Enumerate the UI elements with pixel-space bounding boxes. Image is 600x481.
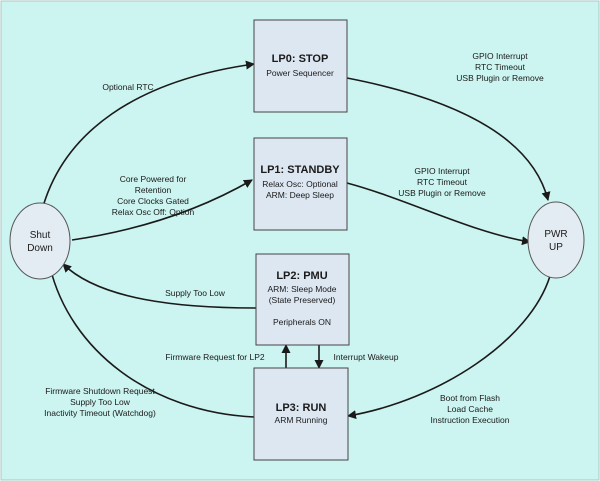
label-fw-request: Firmware Request for LP2	[165, 352, 264, 362]
label-stop-wake: USB Plugin or Remove	[456, 73, 544, 83]
edge-run-to-shutdown	[47, 266, 255, 418]
label-boot: Boot from Flash	[440, 393, 500, 403]
lp1-line: ARM: Deep Sleep	[266, 190, 334, 200]
lp3-title: LP3: RUN	[276, 402, 327, 414]
lp0-line: Power Sequencer	[266, 68, 334, 78]
lp1-line: Relax Osc: Optional	[262, 179, 338, 189]
lp3-line: ARM Running	[275, 415, 328, 425]
lp0-title: LP0: STOP	[272, 53, 329, 65]
label-standby-wake: GPIO Interrupt	[414, 166, 470, 176]
label-stop-wake: RTC Timeout	[475, 62, 526, 72]
edge-pmu-to-shutdown	[62, 263, 257, 309]
edge-standby-to-pwrup	[346, 182, 531, 246]
label-standby-wake: RTC Timeout	[417, 177, 468, 187]
edge-pwrup-to-run	[347, 275, 551, 420]
label-optional-rtc: Optional RTC	[102, 82, 153, 92]
pwrup-label: UP	[549, 242, 563, 253]
label-to-standby: Core Powered for	[120, 174, 187, 184]
pwrup-label: PWR	[544, 229, 567, 240]
state-box-lp3	[253, 367, 349, 461]
lp2-line: (State Preserved)	[269, 295, 336, 305]
lp2-title: LP2: PMU	[276, 270, 327, 282]
shutdown-label: Shut	[30, 230, 51, 241]
state-box-lp2	[255, 253, 350, 346]
lp2-line: ARM: Sleep Mode	[268, 284, 337, 294]
label-to-standby: Core Clocks Gated	[117, 196, 189, 206]
label-run-shutdown: Supply Too Low	[70, 397, 131, 407]
label-run-shutdown: Inactivity Timeout (Watchdog)	[44, 408, 156, 418]
label-supply-low: Supply Too Low	[165, 288, 226, 298]
label-int-wakeup: Interrupt Wakeup	[334, 352, 399, 362]
shutdown-label: Down	[27, 243, 53, 254]
node-pwrup	[527, 201, 585, 279]
label-to-standby: Relax Osc Off: Option	[112, 207, 195, 217]
node-shutdown	[9, 202, 71, 280]
label-boot: Instruction Execution	[431, 415, 510, 425]
label-to-standby: Retention	[135, 185, 172, 195]
lp2-line: Peripherals ON	[273, 317, 331, 327]
label-boot: Load Cache	[447, 404, 493, 414]
lp1-title: LP1: STANDBY	[260, 164, 340, 176]
state-box-lp1	[253, 137, 348, 231]
label-run-shutdown: Firmware Shutdown Request	[45, 386, 155, 396]
state-box-lp0	[253, 19, 348, 113]
label-stop-wake: GPIO Interrupt	[472, 51, 528, 61]
edge-shutdown-to-stop	[39, 60, 255, 219]
edge-shutdown-to-standby	[71, 179, 253, 241]
edge-stop-to-pwrup	[346, 77, 551, 201]
label-standby-wake: USB Plugin or Remove	[398, 188, 486, 198]
